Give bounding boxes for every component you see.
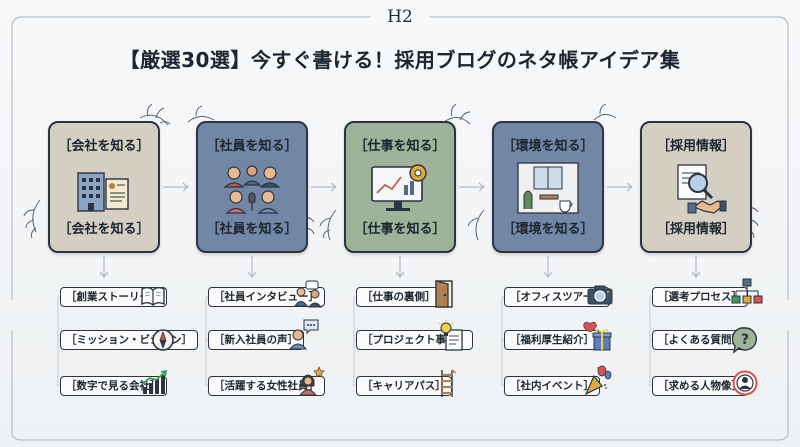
building-contract-icon <box>77 172 129 212</box>
category-foot: ［仕事を知る］ <box>354 222 446 237</box>
flow-arrow-2 <box>311 182 337 192</box>
down-arrow-1 <box>99 256 109 278</box>
category-foot: ［採用情報］ <box>656 222 735 237</box>
ladder-icon <box>441 369 457 397</box>
topic-career-path: ［キャリアパス］ <box>356 376 452 396</box>
page-title: 【厳選30選】今すぐ書ける！採用ブログのネタ帳アイデア集 <box>119 48 681 72</box>
gift-heart-icon <box>583 321 612 351</box>
topic-benefits: ［福利厚生紹介］ <box>504 330 600 350</box>
topic-ideal-candidate: ［求める人物像］ <box>652 376 748 396</box>
woman-star-icon <box>298 366 325 396</box>
category-foot: ［環境を知る］ <box>502 222 594 237</box>
interview-icon <box>294 280 323 308</box>
frame-bottom <box>11 330 789 441</box>
down-arrow-4 <box>543 256 553 278</box>
category-head: ［環境を知る］ <box>502 139 594 154</box>
category-card-work: ［仕事を知る］ ［仕事を知る］ <box>344 121 456 253</box>
category-head: ［会社を知る］ <box>58 139 150 154</box>
category-head: ［社員を知る］ <box>206 139 298 154</box>
party-popper-icon <box>584 365 612 396</box>
target-person-icon <box>732 370 758 396</box>
svg-text:?: ? <box>741 332 749 348</box>
question-bubble-icon: ? <box>732 327 757 354</box>
book-icon <box>141 287 165 306</box>
compass-icon <box>152 329 174 351</box>
frame-top-right <box>430 16 789 300</box>
category-foot: ［社員を知る］ <box>206 222 298 237</box>
topic-project-cases: ［プロジェクト事例］ <box>356 330 473 350</box>
topic-faq: ［よくある質問］ <box>652 330 748 350</box>
category-card-environment: ［環境を知る］ ［環境を知る］ <box>492 121 604 253</box>
topic-new-hire-voices: ［新入社員の声］ <box>208 330 304 350</box>
flow-arrow-3 <box>459 182 485 192</box>
category-head: ［採用情報］ <box>656 139 735 154</box>
category-card-staff: ［社員を知る］ ［社員を知る］ <box>196 121 308 253</box>
heading-tag: H2 <box>387 7 413 27</box>
topic-staff-interview: ［社員インタビュー］ <box>208 287 325 307</box>
people-group-icon <box>223 165 281 214</box>
flow-arrow-1 <box>163 182 189 192</box>
topic-women-employees: ［活躍する女性社員］ <box>208 376 325 396</box>
category-card-company: ［会社を知る］ ［会社を知る］ <box>48 121 160 253</box>
monitor-gear-icon <box>371 164 427 211</box>
flowchart-icon <box>731 278 763 304</box>
idea-document-icon <box>438 320 463 351</box>
topic-company-in-numbers: ［数字で見る会社］ <box>60 376 167 396</box>
flow-arrow-4 <box>607 182 633 192</box>
category-head: ［仕事を知る］ <box>354 139 446 154</box>
category-card-recruit: ［採用情報］ ［採用情報］ <box>640 121 752 253</box>
frame-top-left <box>11 16 370 300</box>
topic-mission-vision: ［ミッション・ビジョン］ <box>60 330 198 350</box>
category-foot: ［会社を知る］ <box>58 222 150 237</box>
camera-icon <box>587 285 613 305</box>
door-icon <box>435 280 453 308</box>
search-handshake-icon <box>677 164 727 214</box>
topic-behind-the-scenes: ［仕事の裏側］ <box>356 287 442 307</box>
down-arrow-3 <box>395 256 405 278</box>
growth-chart-icon <box>141 370 168 394</box>
topic-company-events: ［社内イベント］ <box>504 376 600 396</box>
topic-founding-story: ［創業ストーリー］ <box>60 287 167 307</box>
office-room-icon <box>517 162 579 214</box>
speech-person-icon <box>288 319 319 350</box>
down-arrow-2 <box>247 256 257 278</box>
down-arrow-5 <box>691 256 701 278</box>
topic-office-tour: ［オフィスツアー］ <box>504 287 610 307</box>
